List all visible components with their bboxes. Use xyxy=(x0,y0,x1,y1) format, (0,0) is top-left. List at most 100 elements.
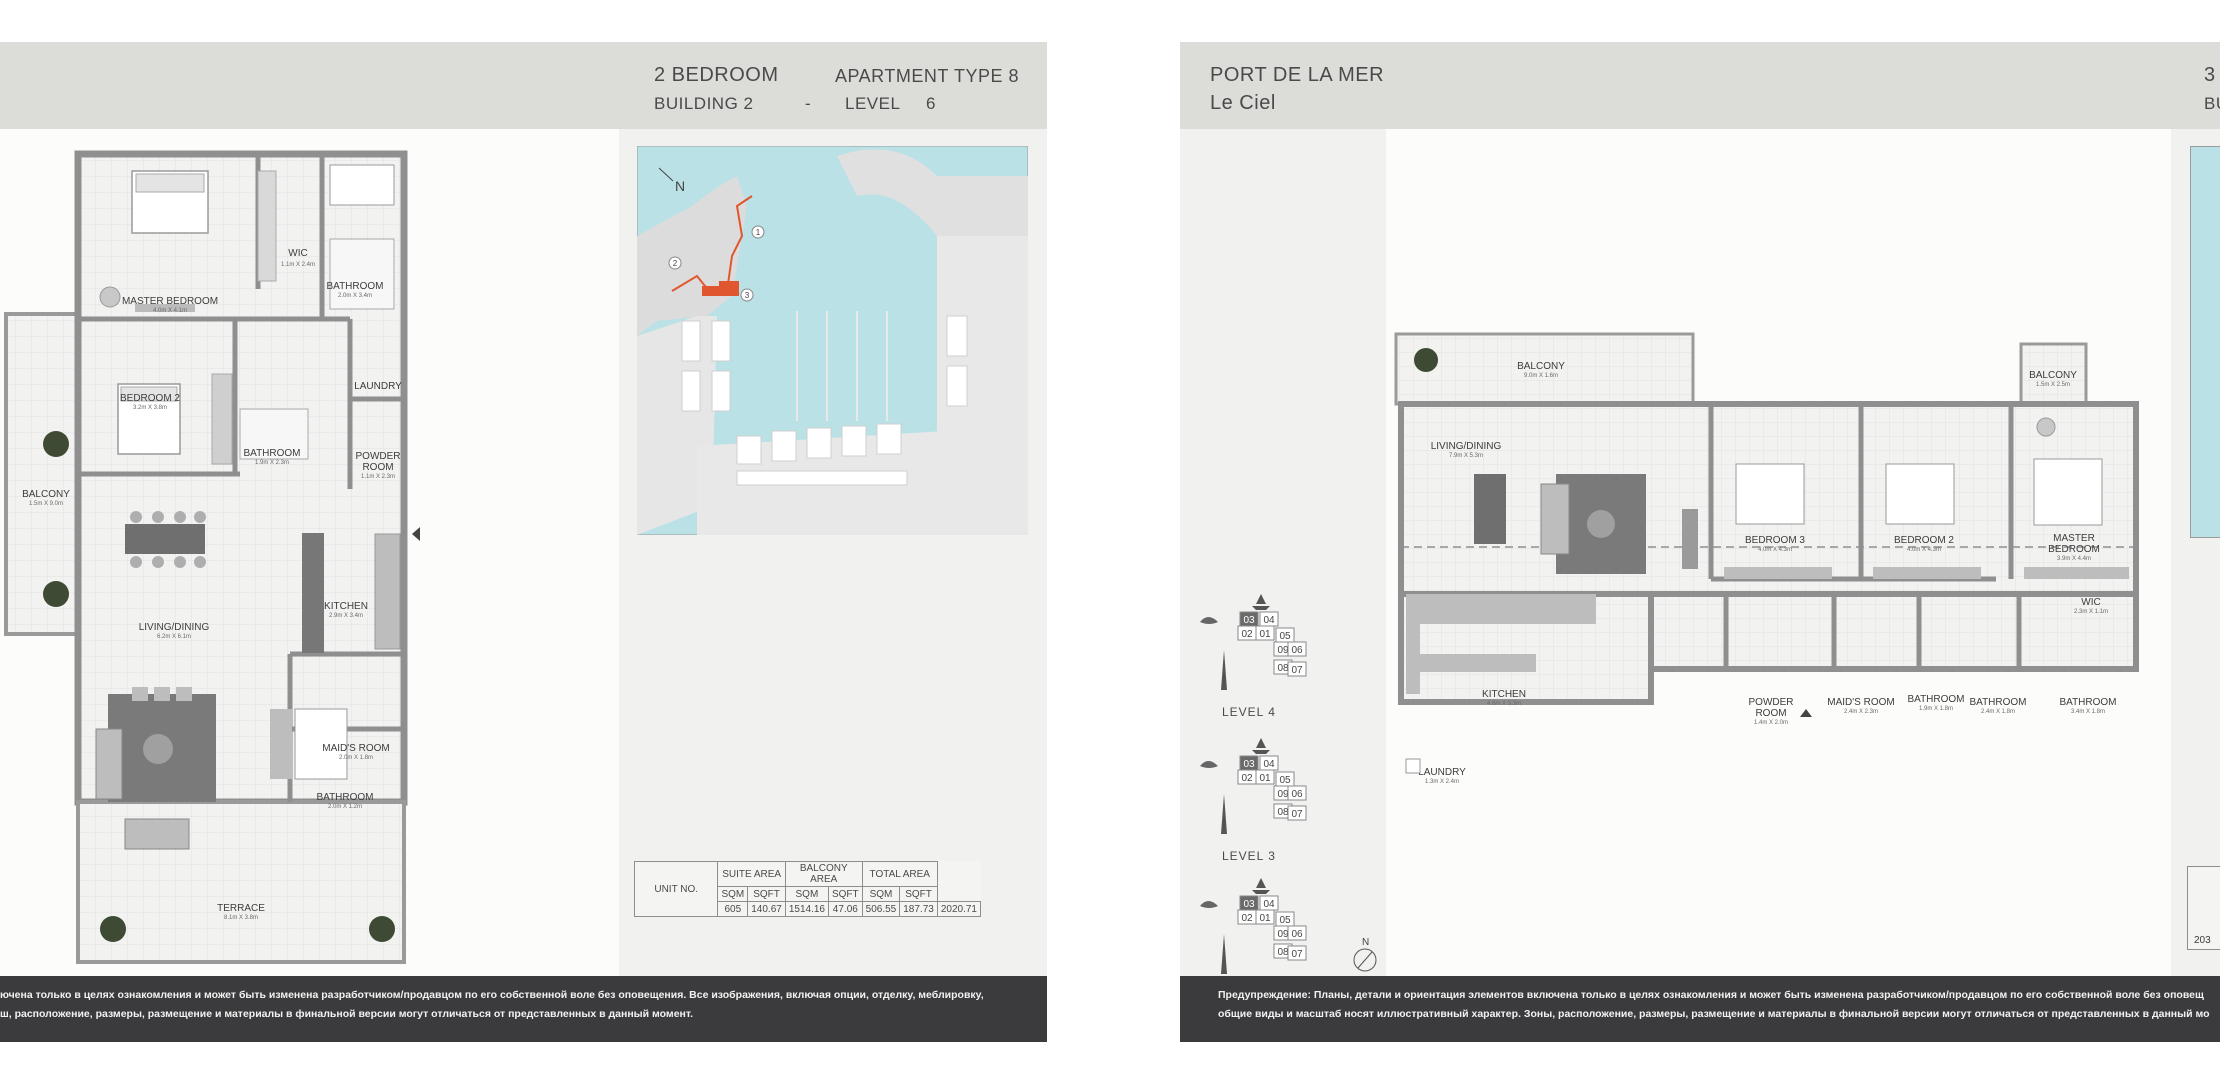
svg-text:2.0m X 1.8m: 2.0m X 1.8m xyxy=(339,755,373,761)
level-label: LEVEL 4 xyxy=(1222,705,1276,719)
level-cell: 06 xyxy=(1287,925,1307,941)
svg-text:6.2m X 6.1m: 6.2m X 6.1m xyxy=(157,634,191,640)
unit-number-cut: 203 xyxy=(2194,935,2211,946)
svg-text:3.2m X 3.8m: 3.2m X 3.8m xyxy=(133,405,167,411)
balcony-sqft: 506.55 xyxy=(861,901,901,917)
svg-text:04: 04 xyxy=(1263,615,1275,626)
boat-icon xyxy=(1252,594,1270,610)
room-label-master-bedroom: MASTER xyxy=(2053,533,2095,544)
svg-text:BEDROOM: BEDROOM xyxy=(2048,544,2100,555)
svg-text:7.9m X 5.3m: 7.9m X 5.3m xyxy=(1449,453,1483,459)
svg-text:1.1m X 2.4m: 1.1m X 2.4m xyxy=(281,262,315,268)
room-label-powder-room: POWDER xyxy=(1749,697,1794,708)
room-label-bathroom-3: BATHROOM xyxy=(316,792,373,803)
svg-text:1.4m X 2.0m: 1.4m X 2.0m xyxy=(1754,720,1788,726)
level-cell: 07 xyxy=(1287,945,1307,961)
room-label-bedroom-2: BEDROOM 2 xyxy=(1894,535,1954,546)
svg-text:05: 05 xyxy=(1279,915,1291,926)
room-label-bathroom-c: BATHROOM xyxy=(2059,697,2116,708)
room-label-living-dining: LIVING/DINING xyxy=(1431,441,1502,452)
svg-text:ROOM: ROOM xyxy=(1755,708,1786,719)
compass-north-label: N xyxy=(1362,937,1369,948)
level-cell: 01 xyxy=(1255,625,1275,641)
tower-icon xyxy=(1221,650,1227,690)
svg-text:06: 06 xyxy=(1291,645,1303,656)
svg-text:4.8m X 3.3m: 4.8m X 3.3m xyxy=(1487,701,1521,707)
svg-text:2.0m X 3.4m: 2.0m X 3.4m xyxy=(338,293,372,299)
suite-area-header: SUITE AREA xyxy=(717,861,786,887)
svg-text:01: 01 xyxy=(1259,913,1271,924)
svg-text:08: 08 xyxy=(1277,947,1289,958)
tower-icon xyxy=(1221,794,1227,834)
level-selector-panel xyxy=(1180,129,1386,976)
room-label-balcony-1: BALCONY xyxy=(1517,361,1565,372)
left-brochure-page: 2 BEDROOM APARTMENT TYPE 8 BUILDING 2 - … xyxy=(0,42,1047,1042)
level-cell: 01 xyxy=(1255,909,1275,925)
level-label: LEVEL 3 xyxy=(1222,849,1276,863)
svg-text:09: 09 xyxy=(1277,929,1289,940)
svg-text:05: 05 xyxy=(1279,775,1291,786)
key-plan-map-cut xyxy=(2190,146,2220,538)
level-cell: 05 xyxy=(1275,911,1295,927)
svg-text:06: 06 xyxy=(1291,929,1303,940)
level-value: 6 xyxy=(926,94,936,113)
total-sqft: 2020.71 xyxy=(936,901,982,917)
svg-text:04: 04 xyxy=(1263,759,1275,770)
svg-text:9.0m X 1.6m: 9.0m X 1.6m xyxy=(1524,373,1558,379)
disclaimer-line-2: общие виды и масштаб носят иллюстративны… xyxy=(1218,1008,2210,1020)
svg-text:02: 02 xyxy=(1241,913,1253,924)
room-label-maids-room: MAID'S ROOM xyxy=(1827,697,1894,708)
svg-text:2.0m X 1.2m: 2.0m X 1.2m xyxy=(328,804,362,810)
level-cell: 03 xyxy=(1239,755,1259,771)
svg-text:05: 05 xyxy=(1279,631,1291,642)
key-plan-marker-1: 1 xyxy=(756,228,761,237)
level-cell: 03 xyxy=(1239,611,1259,627)
header-cut-text-1: 3 xyxy=(2204,64,2216,86)
svg-text:01: 01 xyxy=(1259,773,1271,784)
landmark-icon xyxy=(1200,617,1218,624)
level-cell: 02 xyxy=(1237,909,1257,925)
disclaimer-line-2: ш, расположение, размеры, размещение и м… xyxy=(0,1008,694,1020)
svg-text:8.1m X 3.8m: 8.1m X 3.8m xyxy=(224,915,258,921)
room-label-balcony-2: BALCONY xyxy=(2029,370,2077,381)
room-label-bathroom-a: BATHROOM xyxy=(1907,694,1964,705)
level-cell: 02 xyxy=(1237,769,1257,785)
level-cell: 05 xyxy=(1275,627,1295,643)
level-cell: 03 xyxy=(1239,895,1259,911)
svg-text:02: 02 xyxy=(1241,629,1253,640)
key-plan-marker-3: 3 xyxy=(745,291,750,300)
room-label-maids-room: MAID'S ROOM xyxy=(322,743,389,754)
sqm-label: SQM xyxy=(717,886,749,902)
room-label-kitchen: KITCHEN xyxy=(324,601,368,612)
level-cell: 04 xyxy=(1259,895,1279,911)
svg-text:2.3m X 1.1m: 2.3m X 1.1m xyxy=(2074,609,2108,615)
header-cut-text-2: BU xyxy=(2204,94,2220,113)
svg-text:04: 04 xyxy=(1263,899,1275,910)
svg-text:07: 07 xyxy=(1291,809,1303,820)
left-page-header: 2 BEDROOM APARTMENT TYPE 8 BUILDING 2 - … xyxy=(0,42,1047,129)
north-indicator: N xyxy=(675,178,685,194)
room-label-bathroom-2: BATHROOM xyxy=(243,448,300,459)
sqft-label: SQFT xyxy=(747,886,786,902)
header-dash: - xyxy=(805,94,812,113)
svg-text:07: 07 xyxy=(1291,665,1303,676)
room-label-balcony: BALCONY xyxy=(22,489,70,500)
svg-text:1.9m X 2.3m: 1.9m X 2.3m xyxy=(255,460,289,466)
sqm-label: SQM xyxy=(861,886,901,902)
level-cell: 02 xyxy=(1237,625,1257,641)
boat-icon xyxy=(1252,738,1270,754)
right-page-header: PORT DE LA MER Le Ciel 3 BU xyxy=(1180,42,2220,129)
svg-text:03: 03 xyxy=(1243,759,1255,770)
svg-text:1.5m X 9.0m: 1.5m X 9.0m xyxy=(29,501,63,507)
room-label-laundry: LAUNDRY xyxy=(354,381,402,392)
room-label-bathroom-b: BATHROOM xyxy=(1969,697,2026,708)
svg-text:09: 09 xyxy=(1277,645,1289,656)
total-area-header: TOTAL AREA xyxy=(861,861,938,887)
svg-text:2.4m X 1.8m: 2.4m X 1.8m xyxy=(1981,709,2015,715)
svg-text:2.4m X 2.3m: 2.4m X 2.3m xyxy=(1844,709,1878,715)
room-label-laundry: LAUNDRY xyxy=(1418,767,1466,778)
